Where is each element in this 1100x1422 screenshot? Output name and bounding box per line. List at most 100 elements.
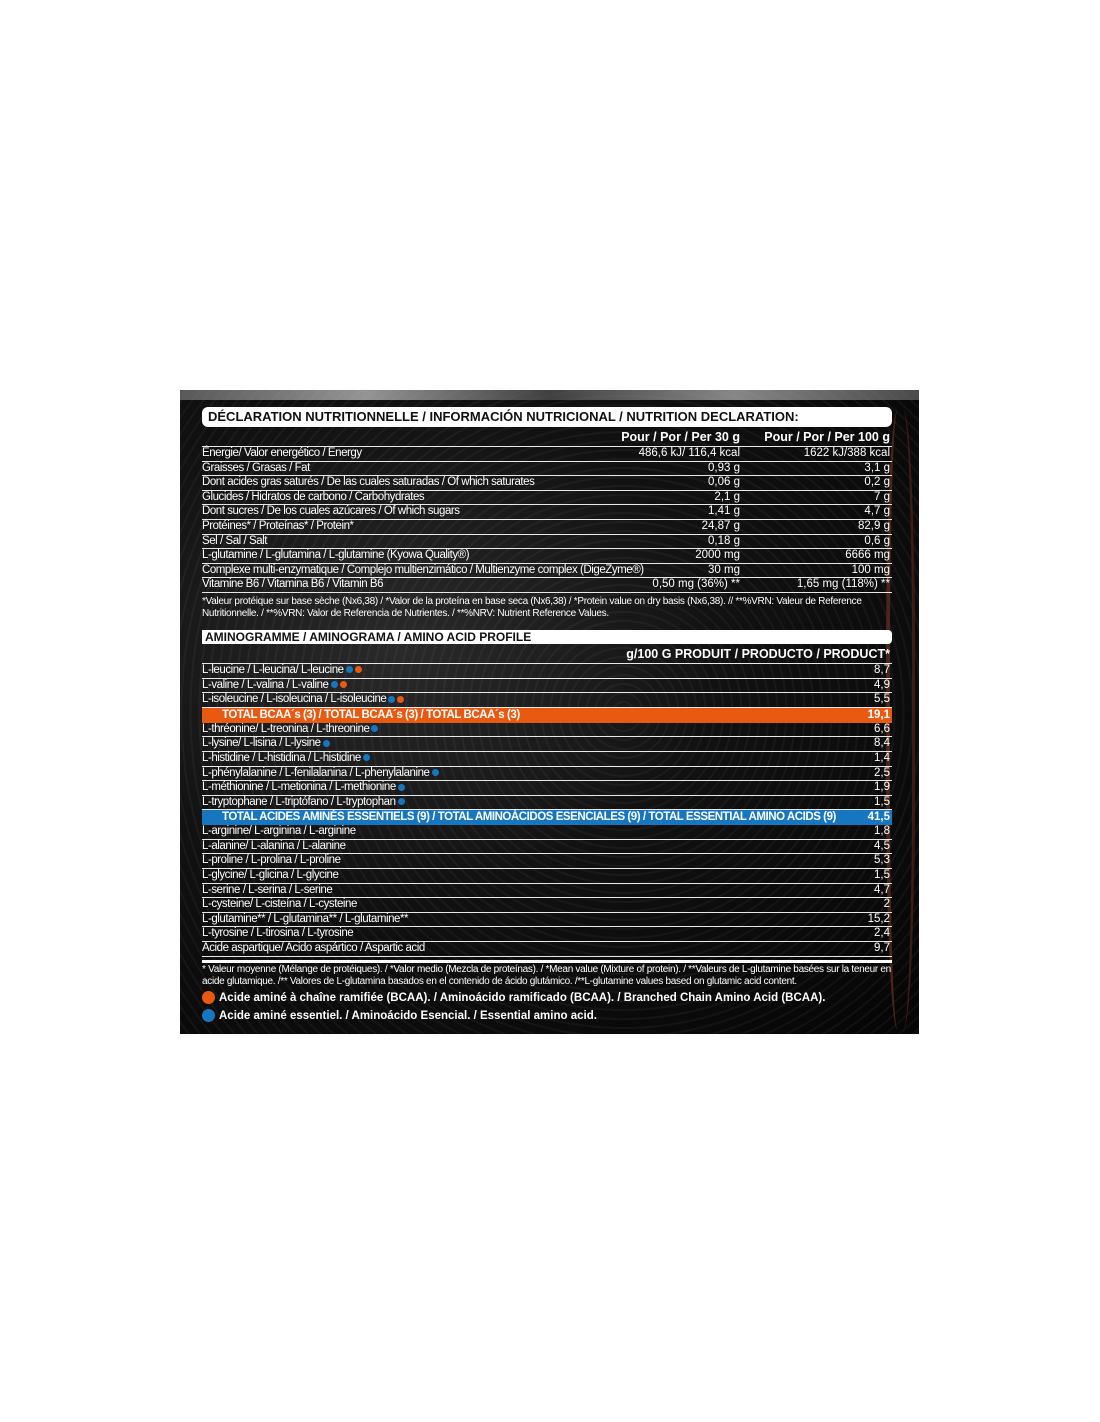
amino-name: L-tryptophane / L-triptófano / L-tryptop…	[202, 795, 396, 808]
table-row: L-serine / L-serina / L-serine 4,7	[202, 884, 892, 899]
amino-value: 8,4	[874, 737, 890, 750]
value-per-100g: 1622 kJ/388 kcal	[803, 447, 890, 459]
table-row: L-glycine/ L-glicina / L-glycine 1,5	[202, 869, 892, 884]
amino-value: 4,5	[874, 839, 890, 852]
row-label: L-valine / L-valina / L-valine	[202, 679, 347, 693]
row-label: L-thréonine/ L-treonina / L-threonine	[202, 723, 379, 737]
row-label: Dont sucres / De los cuales azúcares / O…	[202, 505, 460, 518]
amino-name: L-cysteine/ L-cisteína / L-cysteine	[202, 898, 357, 911]
table-row: L-glutamine / L-glutamina / L-glutamine …	[202, 549, 892, 564]
nutrition-label-panel: DÉCLARATION NUTRITIONNELLE / INFORMACIÓN…	[180, 390, 919, 1034]
amino-value: 1,5	[874, 795, 890, 808]
value-per-30g: 2,1 g	[714, 490, 740, 503]
amino-value: 41,5	[867, 811, 890, 824]
amino-name: L-lysine/ L-lisina / L-lysine	[202, 737, 321, 750]
row-label: L-proline / L-prolina / L-proline	[202, 854, 341, 868]
amino-name: L-arginine/ L-arginina / L-arginine	[202, 825, 356, 838]
table-row: L-valine / L-valina / L-valine 4,9	[202, 679, 892, 694]
amino-value: 19,1	[867, 708, 890, 721]
legend-essential: Acide aminé essentiel. / Aminoácido Esen…	[202, 1008, 892, 1024]
amino-value: 2,4	[874, 927, 890, 940]
amino-name: L-méthionine / L-metionina / L-methionin…	[202, 781, 396, 794]
amino-name: Acide aspartique/ Acido aspártico / Aspa…	[202, 942, 425, 955]
amino-value: 1,9	[874, 781, 890, 794]
nutrition-column-headers: Pour / Por / Per 30 g Pour / Por / Per 1…	[202, 429, 892, 446]
row-label: L-arginine/ L-arginina / L-arginine	[202, 825, 356, 839]
value-per-100g: 6666 mg	[845, 549, 890, 562]
value-per-30g: 0,06 g	[708, 476, 740, 489]
table-row: Complexe multi-enzymatique / Complejo mu…	[202, 564, 892, 579]
table-row: Protéines* / Proteínas* / Protein*24,87 …	[202, 520, 892, 535]
table-row: Dont sucres / De los cuales azúcares / O…	[202, 505, 892, 520]
amino-value: 9,7	[874, 942, 890, 955]
table-row: Dont acides gras saturés / De las cuales…	[202, 476, 892, 491]
decorative-border	[180, 390, 919, 400]
amino-footnote: * Valeur moyenne (Mélange de protéiques)…	[202, 959, 892, 988]
blue-dot-icon	[371, 725, 379, 733]
table-row: Glucides / Hidratos de carbono / Carbohy…	[202, 491, 892, 506]
value-per-30g: 0,50 mg (36%) **	[652, 578, 740, 591]
orange-dot-icon	[202, 991, 215, 1005]
row-label: L-glutamine** / L-glutamina** / L-glutam…	[202, 913, 408, 927]
row-label: Protéines* / Proteínas* / Protein*	[202, 519, 354, 532]
amino-title: AMINOGRAMME / AMINOGRAMA / AMINO ACID PR…	[202, 629, 892, 644]
amino-value: 1,5	[874, 869, 890, 882]
row-label: L-leucine / L-leucina/ L-leucine	[202, 664, 362, 678]
table-row: L-alanine/ L-alanina / L-alanine 4,5	[202, 840, 892, 855]
amino-name: L-glycine/ L-glicina / L-glycine	[202, 869, 339, 882]
amino-value: 4,7	[874, 883, 890, 896]
row-label: L-histidine / L-histidina / L-histidine	[202, 752, 370, 766]
table-row: L-phénylalanine / L-fenilalanina / L-phe…	[202, 767, 892, 782]
row-label: L-alanine/ L-alanina / L-alanine	[202, 840, 346, 854]
value-per-100g: 0,2 g	[864, 476, 890, 489]
amino-column-headers: g/100 G PRODUIT / PRODUCTO / PRODUCT*	[202, 646, 892, 663]
value-per-100g: 4,7 g	[864, 505, 890, 518]
row-label: Vitamine B6 / Vitamina B6 / Vitamin B6	[202, 578, 384, 591]
value-per-100g: 100 mg	[851, 563, 890, 576]
amino-value: 5,5	[874, 693, 890, 706]
amino-col-header: g/100 G PRODUIT / PRODUCTO / PRODUCT*	[626, 646, 890, 661]
amino-name: TOTAL BCAA´s (3) / TOTAL BCAA´s (3) / TO…	[222, 708, 520, 721]
row-label: Sel / Sal / Salt	[202, 534, 268, 547]
value-per-100g: 3,1 g	[864, 461, 890, 474]
orange-dot-icon	[354, 666, 362, 674]
blue-dot-icon	[397, 783, 405, 791]
amino-name: L-histidine / L-histidina / L-histidine	[202, 751, 361, 764]
blue-dot-icon	[431, 768, 439, 776]
legend-bcaa: Acide aminé à chaîne ramifiée (BCAA). / …	[202, 990, 892, 1006]
total-row: TOTAL ACIDES AMINÉS ESSENTIELS (9) / TOT…	[202, 810, 892, 826]
table-row: Acide aspartique/ Acido aspártico / Aspa…	[202, 942, 892, 957]
row-label: L-phénylalanine / L-fenilalanina / L-phe…	[202, 767, 439, 781]
row-label: Dont acides gras saturés / De las cuales…	[202, 476, 535, 489]
table-row: L-glutamine** / L-glutamina** / L-glutam…	[202, 913, 892, 928]
row-label: L-glycine/ L-glicina / L-glycine	[202, 869, 339, 883]
amino-value: 15,2	[867, 912, 890, 925]
amino-name: L-tyrosine / L-tirosina / L-tyrosine	[202, 927, 354, 940]
row-label: Acide aspartique/ Acido aspártico / Aspa…	[202, 942, 425, 956]
blue-dot-icon	[202, 1009, 215, 1023]
row-label: L-serine / L-serina / L-serine	[202, 884, 333, 898]
value-per-30g: 0,93 g	[708, 461, 740, 474]
row-label: L-tryptophane / L-triptófano / L-tryptop…	[202, 796, 405, 810]
amino-value: 1,4	[874, 751, 890, 764]
amino-value: 4,9	[874, 678, 890, 691]
row-label: L-tyrosine / L-tirosina / L-tyrosine	[202, 927, 354, 941]
row-label: L-méthionine / L-metionina / L-methionin…	[202, 781, 405, 795]
table-row: L-isoleucine / L-isoleucina / L-isoleuci…	[202, 693, 892, 708]
row-label: Énergie/ Valor energético / Energy	[202, 447, 362, 459]
blue-dot-icon	[362, 754, 370, 762]
table-row: L-lysine/ L-lisina / L-lysine 8,4	[202, 737, 892, 752]
col-per-30g: Pour / Por / Per 30 g	[621, 430, 740, 444]
col-per-100g: Pour / Por / Per 100 g	[764, 430, 890, 444]
row-label: Complexe multi-enzymatique / Complejo mu…	[202, 563, 644, 576]
blue-dot-icon	[388, 695, 396, 703]
amino-name: L-phénylalanine / L-fenilalanina / L-phe…	[202, 766, 430, 779]
amino-name: L-leucine / L-leucina/ L-leucine	[202, 663, 344, 676]
table-row: Vitamine B6 / Vitamina B6 / Vitamin B6 0,…	[202, 578, 892, 593]
